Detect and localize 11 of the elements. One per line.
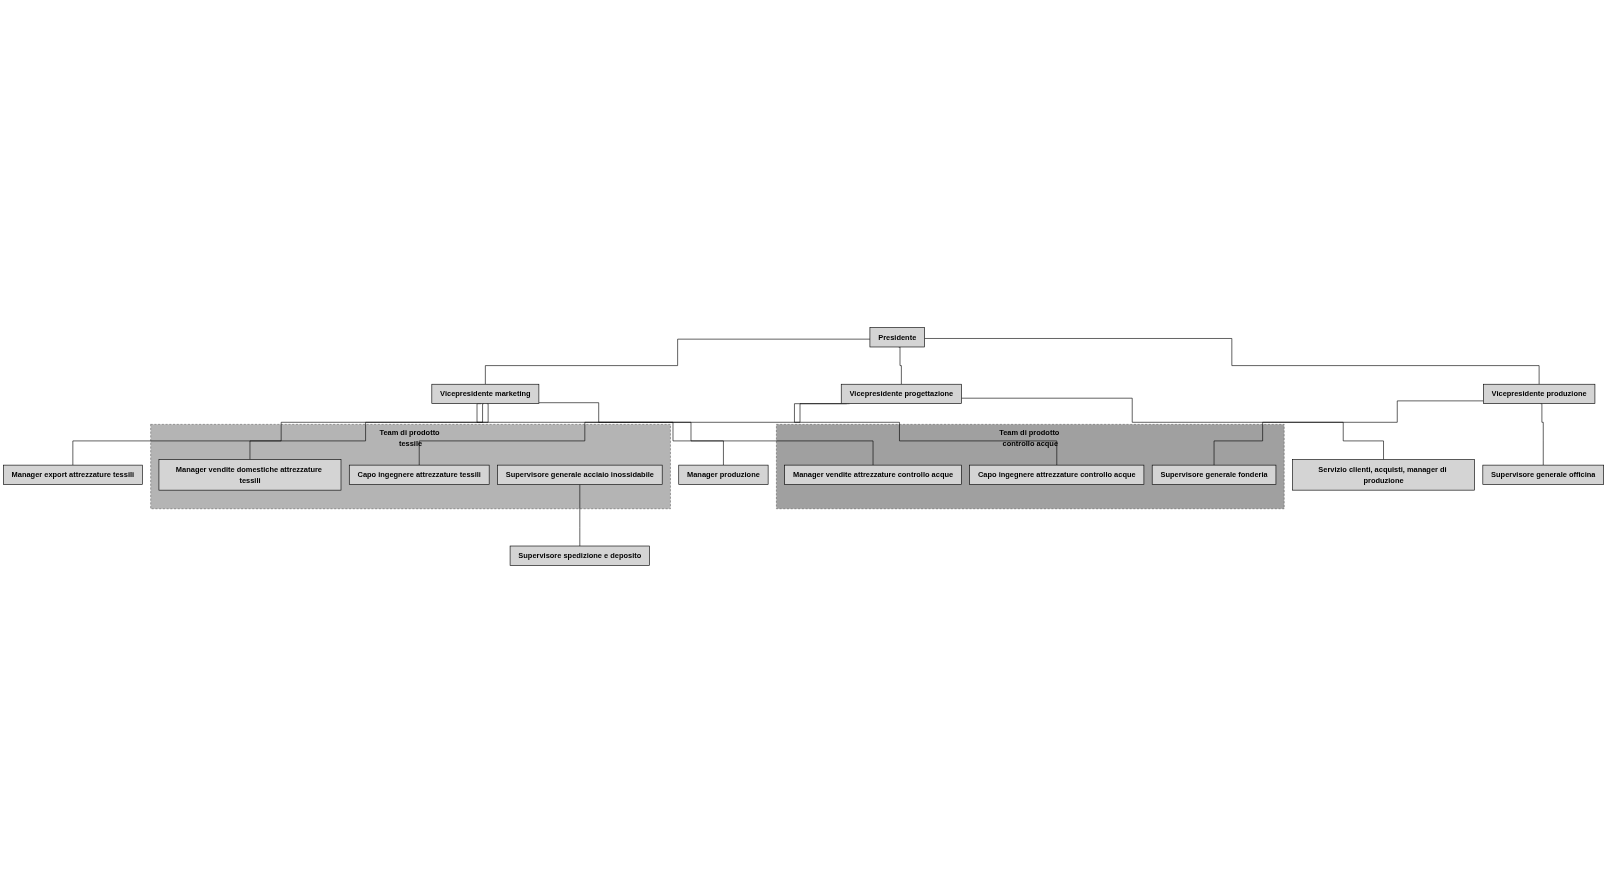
connector	[72, 403, 489, 466]
connector	[476, 403, 874, 466]
connector	[579, 484, 581, 547]
connector	[794, 403, 1058, 466]
connector	[898, 346, 902, 385]
connector	[1540, 403, 1544, 466]
connector	[249, 403, 485, 460]
connector	[1213, 400, 1484, 466]
connector	[961, 397, 1384, 460]
connector	[538, 402, 724, 466]
connector	[924, 338, 1540, 385]
